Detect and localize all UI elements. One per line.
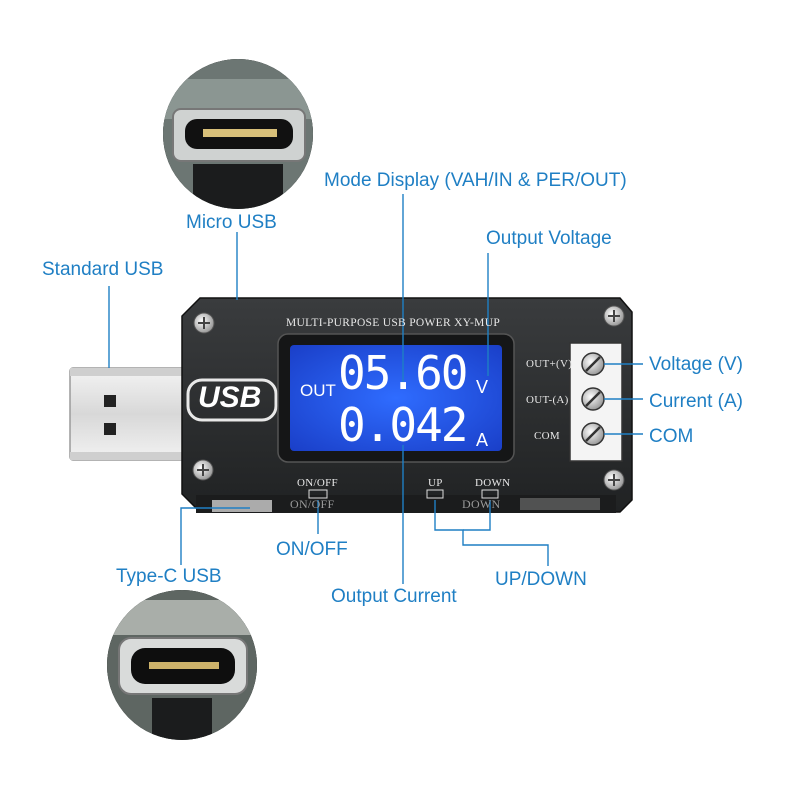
silk-on-off: ON/OFF: [290, 497, 335, 511]
button-label-up: UP: [428, 477, 443, 489]
silk-down: DOWN: [462, 497, 501, 511]
terminal-label-com: COM: [534, 430, 560, 442]
lcd-voltage: 05.60: [338, 346, 468, 400]
usb-logo-frame: [186, 378, 278, 422]
lcd-current: 0.042: [338, 398, 468, 452]
type-c-usb-magnifier: [107, 590, 257, 740]
callout-output-current: Output Current: [331, 586, 457, 607]
terminal-label-out-minus: OUT-(A): [526, 394, 569, 406]
lcd-voltage-unit: V: [476, 377, 489, 397]
terminal-block: [569, 342, 623, 462]
callout-voltage-v: Voltage (V): [649, 354, 743, 375]
lcd-screen: [290, 345, 502, 451]
lcd-mode: OUT: [300, 381, 336, 400]
type-c-port-icon: [107, 590, 257, 740]
button-label-down: DOWN: [475, 477, 511, 489]
corner-screws: [192, 305, 625, 491]
button-footprints: [308, 489, 499, 499]
lcd-current-unit: A: [476, 430, 489, 450]
callout-type-c-usb: Type-C USB: [116, 566, 222, 587]
micro-usb-port-icon: [163, 59, 313, 209]
callout-micro-usb: Micro USB: [186, 212, 277, 233]
callout-output-voltage: Output Voltage: [486, 228, 612, 249]
board-title: MULTI-PURPOSE USB POWER XY-MUP: [286, 317, 501, 329]
button-label-on-off: ON/OFF: [297, 477, 338, 489]
leader-lines: [108, 194, 643, 584]
callout-current-a: Current (A): [649, 391, 743, 412]
terminal-label-out-plus: OUT+(V): [526, 358, 573, 370]
usb-logo-text: USB: [198, 381, 262, 414]
callout-standard-usb: Standard USB: [42, 259, 164, 280]
callout-com: COM: [649, 426, 694, 447]
callout-on-off: ON/OFF: [276, 539, 348, 560]
standard-usb-plug: [69, 367, 186, 461]
callout-mode-display: Mode Display (VAH/IN & PER/OUT): [324, 170, 627, 191]
callout-up-down: UP/DOWN: [495, 569, 587, 590]
micro-usb-magnifier: [163, 59, 313, 209]
